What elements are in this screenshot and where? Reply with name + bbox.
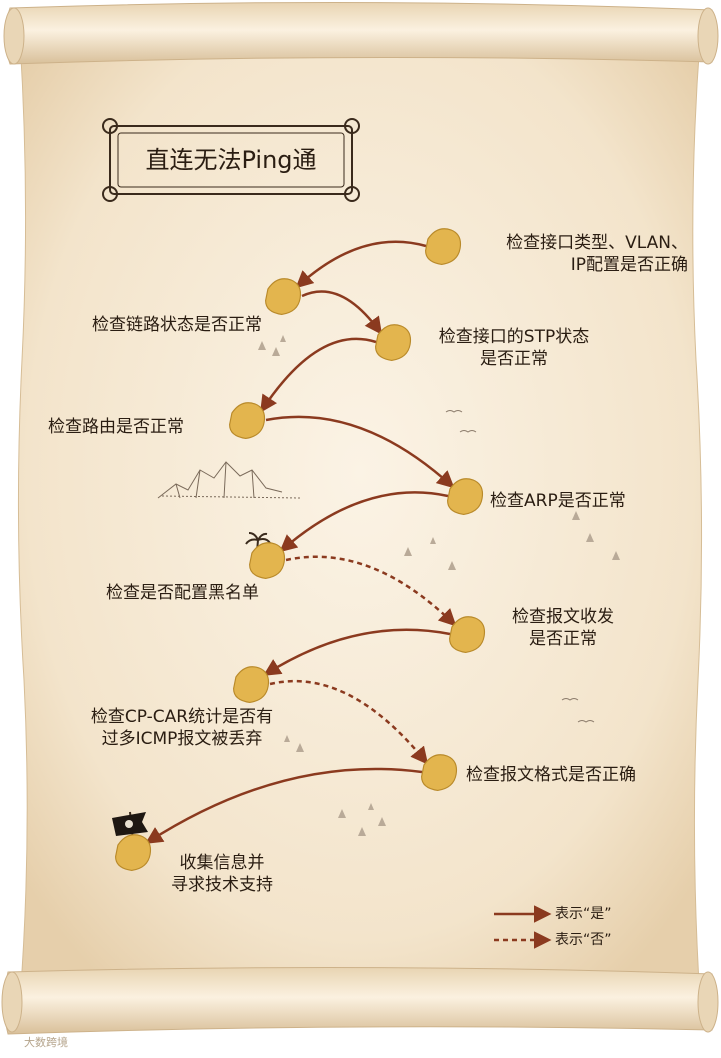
island-2 bbox=[265, 278, 302, 315]
island-5 bbox=[447, 478, 484, 515]
mountains-decoration bbox=[157, 461, 301, 499]
step-label-8: 检查CP-CAR统计是否有 过多ICMP报文被丢弃 bbox=[90, 707, 274, 749]
island-8 bbox=[233, 666, 270, 703]
edge-yes-1 bbox=[295, 240, 427, 289]
step-label-10: 收集信息并 寻求技术支持 bbox=[171, 853, 273, 895]
island-4 bbox=[229, 402, 266, 439]
trees-decoration bbox=[258, 335, 620, 836]
island-6 bbox=[249, 542, 286, 579]
edge-yes-4 bbox=[265, 415, 455, 489]
edge-yes-2 bbox=[301, 290, 383, 335]
watermark-text: 大数跨境 bbox=[24, 1036, 68, 1049]
edges bbox=[145, 240, 457, 844]
bottom-roll bbox=[1, 966, 719, 1035]
island-7 bbox=[449, 616, 486, 653]
edge-no-8 bbox=[269, 679, 429, 765]
step-label-3: 检查接口的STP状态 是否正常 bbox=[438, 327, 590, 369]
edge-no-6 bbox=[285, 555, 457, 627]
diagram-title: 直连无法Ping通 bbox=[145, 146, 317, 174]
step-label-7: 检查报文收发 是否正常 bbox=[512, 607, 614, 649]
title-frame bbox=[102, 118, 360, 202]
edge-yes-7 bbox=[263, 628, 451, 676]
step-label-2: 检查链路状态是否正常 bbox=[92, 315, 262, 335]
island-10 bbox=[115, 834, 152, 871]
edge-yes-5 bbox=[279, 491, 449, 553]
step-label-1: 检查接口类型、VLAN、 IP配置是否正确 bbox=[506, 233, 688, 275]
legend-no-label: 表示“否” bbox=[555, 932, 612, 948]
step-label-6: 检查是否配置黑名单 bbox=[106, 583, 259, 603]
island-3 bbox=[375, 324, 412, 361]
island-9 bbox=[421, 754, 458, 791]
top-roll bbox=[3, 1, 719, 65]
islands bbox=[115, 228, 486, 871]
island-1 bbox=[425, 228, 462, 265]
step-label-4: 检查路由是否正常 bbox=[48, 417, 184, 437]
legend-yes-label: 表示“是” bbox=[555, 906, 612, 922]
step-label-5: 检查ARP是否正常 bbox=[490, 491, 626, 511]
legend-swatches bbox=[494, 905, 552, 949]
edge-yes-9 bbox=[145, 767, 423, 844]
step-label-9: 检查报文格式是否正确 bbox=[466, 765, 636, 785]
birds-decoration bbox=[445, 410, 595, 723]
edge-yes-3 bbox=[260, 337, 377, 413]
